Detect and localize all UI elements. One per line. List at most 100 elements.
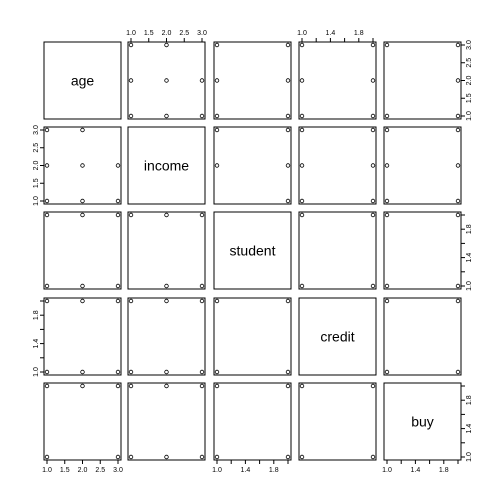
x-tick-label-age: 1.0 [42, 467, 52, 474]
point-age-income [128, 113, 134, 119]
point-credit-buy [384, 298, 390, 304]
point-buy-income [164, 454, 169, 460]
point-credit-student [214, 298, 220, 304]
point-credit-age [115, 369, 121, 375]
panel-buy-income [127, 382, 206, 461]
y-tick-label-age: 2.0 [466, 76, 473, 86]
diagonal-label-age: age [71, 73, 95, 89]
point-age-buy [384, 42, 390, 48]
y-tick-label-credit: 1.8 [33, 310, 40, 320]
x-tick-label-student: 1.4 [241, 467, 251, 474]
point-age-student [214, 42, 220, 48]
panel-income-student [213, 126, 292, 205]
y-tick-label-age: 3.0 [466, 40, 473, 50]
x-tick-label-age: 1.5 [60, 467, 70, 474]
y-tick-label-age: 2.5 [466, 58, 473, 68]
point-buy-age [115, 454, 121, 460]
point-student-credit [299, 212, 305, 218]
panel-income-income [127, 126, 206, 205]
point-student-buy [455, 283, 461, 289]
point-age-income [164, 78, 169, 83]
point-income-buy [384, 163, 390, 168]
point-buy-credit [299, 383, 305, 389]
point-age-credit [370, 113, 376, 119]
x-tick-label-income: 3.0 [197, 30, 207, 37]
panel-age-credit [298, 41, 377, 120]
x-tick-label-credit: 1.8 [354, 30, 364, 37]
point-income-credit [370, 127, 376, 133]
panel-income-buy [383, 126, 462, 205]
point-buy-student [285, 454, 291, 460]
point-age-buy [455, 78, 461, 83]
point-student-buy [455, 212, 461, 218]
point-credit-student [285, 369, 291, 375]
point-student-income [164, 212, 169, 218]
x-tick-label-income: 1.0 [126, 30, 136, 37]
point-student-buy [384, 212, 390, 218]
diagonal-label-credit: credit [320, 329, 354, 345]
point-age-credit [370, 42, 376, 48]
point-age-credit [370, 78, 376, 83]
y-tick-label-income: 2.5 [33, 143, 40, 153]
point-income-age [80, 198, 85, 204]
point-age-buy [455, 42, 461, 48]
y-tick-label-age: 1.0 [466, 111, 473, 121]
point-student-income [128, 212, 134, 218]
point-buy-age [44, 383, 50, 389]
point-income-buy [384, 127, 390, 133]
point-student-age [44, 212, 50, 218]
point-credit-income [128, 369, 134, 375]
point-student-income [199, 283, 205, 289]
point-income-student [285, 127, 291, 133]
y-tick-label-credit: 1.4 [33, 339, 40, 349]
point-age-income [164, 113, 169, 119]
point-student-age [115, 283, 121, 289]
point-buy-credit [299, 454, 305, 460]
point-age-student [285, 113, 291, 119]
panel-buy-student [213, 382, 292, 461]
point-buy-student [285, 383, 291, 389]
diagonal-label-student: student [230, 243, 276, 259]
point-age-student [285, 42, 291, 48]
point-credit-buy [384, 369, 390, 375]
x-tick-label-income: 1.5 [144, 30, 154, 37]
point-buy-student [214, 454, 220, 460]
point-credit-age [80, 369, 85, 375]
point-student-income [164, 283, 169, 289]
point-age-credit [299, 113, 305, 119]
panel-buy-credit [298, 382, 377, 461]
x-tick-label-age: 2.0 [78, 467, 88, 474]
point-income-age [44, 163, 50, 168]
point-credit-age [44, 369, 50, 375]
panel-credit-credit [298, 297, 377, 376]
point-credit-age [115, 298, 121, 304]
x-tick-label-buy: 1.4 [411, 467, 421, 474]
x-tick-label-credit: 1.4 [326, 30, 336, 37]
point-income-credit [299, 163, 305, 168]
point-credit-income [128, 298, 134, 304]
point-buy-income [199, 383, 205, 389]
panel-income-credit [298, 126, 377, 205]
panel-buy-age [43, 382, 122, 461]
point-student-buy [384, 283, 390, 289]
point-student-age [115, 212, 121, 218]
point-credit-buy [455, 369, 461, 375]
panel-credit-age [43, 297, 122, 376]
point-credit-income [199, 369, 205, 375]
point-buy-age [115, 383, 121, 389]
panel-income-age [43, 126, 122, 205]
y-tick-label-student: 1.8 [466, 224, 473, 234]
point-buy-income [199, 454, 205, 460]
point-buy-student [214, 383, 220, 389]
point-income-age [44, 198, 50, 204]
point-age-income [199, 78, 205, 83]
point-income-age [115, 198, 121, 204]
point-age-student [285, 78, 291, 83]
y-tick-label-buy: 1.8 [466, 395, 473, 405]
y-tick-label-income: 1.0 [33, 196, 40, 206]
y-tick-label-buy: 1.0 [466, 452, 473, 462]
panel-student-buy [383, 211, 462, 290]
point-income-student [214, 127, 220, 133]
point-credit-income [164, 369, 169, 375]
point-credit-age [44, 298, 50, 304]
